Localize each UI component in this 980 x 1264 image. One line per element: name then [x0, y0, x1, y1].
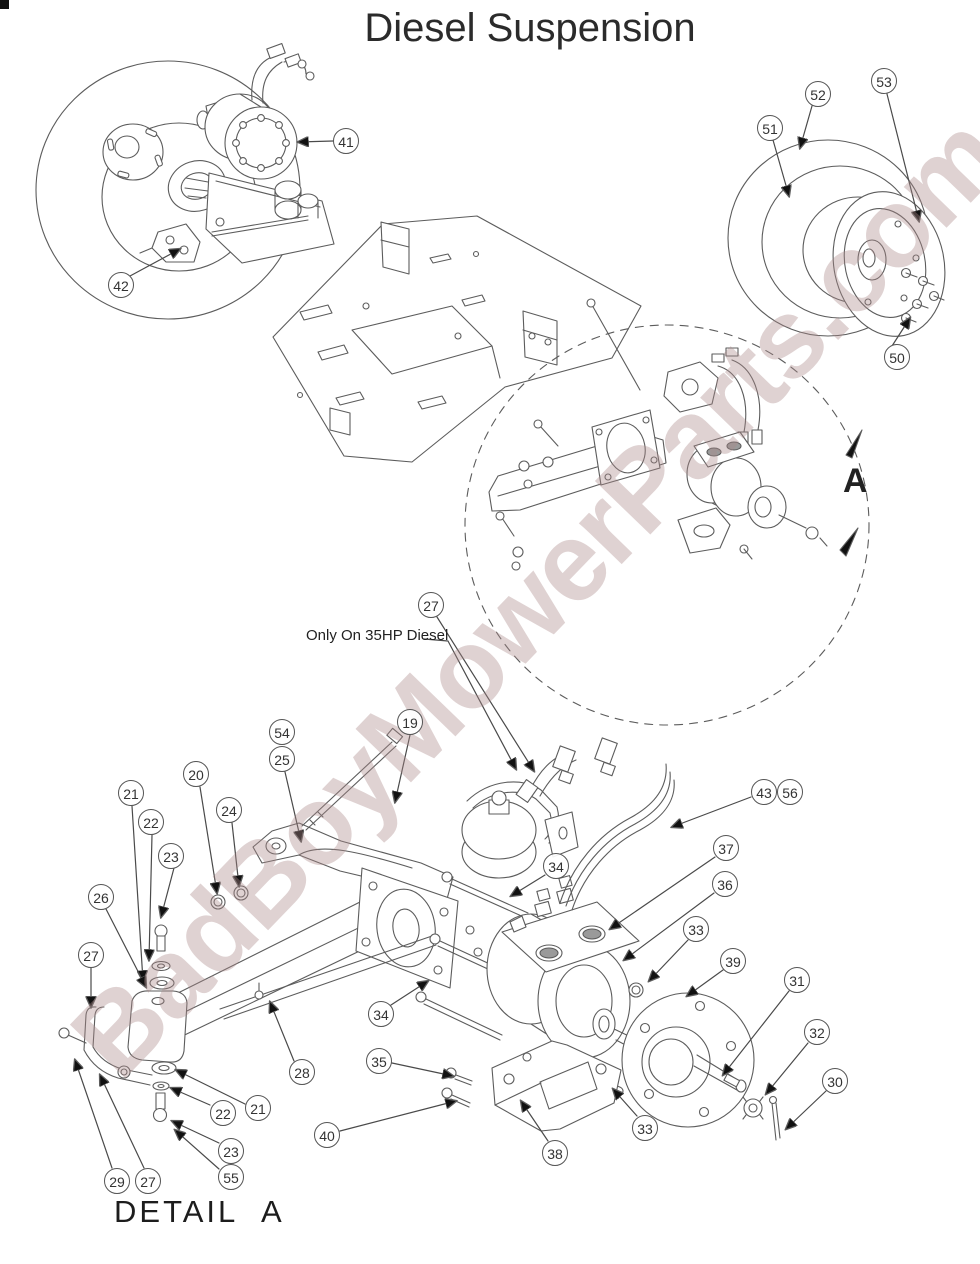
- callout-27-bottom: 27: [135, 1168, 161, 1194]
- callout-42: 42: [108, 272, 134, 298]
- view-letter-a: A: [843, 462, 868, 500]
- callout-29: 29: [104, 1168, 130, 1194]
- callout-19: 19: [397, 709, 423, 735]
- callout-26: 26: [88, 884, 114, 910]
- callout-20: 20: [183, 761, 209, 787]
- callout-21-top: 21: [118, 780, 144, 806]
- callout-56: 56: [777, 779, 803, 805]
- page-title: Diesel Suspension: [364, 6, 696, 50]
- callout-leader-lines: [75, 93, 919, 1170]
- detail-a-label: DETAIL A: [114, 1194, 285, 1229]
- callout-52: 52: [805, 81, 831, 107]
- rotation-arrow-top: [845, 429, 863, 459]
- callout-31: 31: [784, 967, 810, 993]
- callout-27-left: 27: [78, 942, 104, 968]
- callout-33-bottom: 33: [632, 1115, 658, 1141]
- callout-53: 53: [871, 68, 897, 94]
- callout-34-top: 34: [543, 853, 569, 879]
- callout-39: 39: [720, 948, 746, 974]
- callout-50: 50: [884, 344, 910, 370]
- callout-38: 38: [542, 1140, 568, 1166]
- callout-41: 41: [333, 128, 359, 154]
- callout-25: 25: [269, 746, 295, 772]
- detail-a-assembly-drawing: [58, 727, 781, 1141]
- callout-23-bottom: 23: [218, 1138, 244, 1164]
- callout-54: 54: [269, 719, 295, 745]
- axle-assembly-mini-drawing: [488, 298, 828, 571]
- callout-28: 28: [289, 1059, 315, 1085]
- callout-22-bottom: 22: [210, 1100, 236, 1126]
- front-wheel-drawing: [35, 43, 335, 320]
- callout-33-top: 33: [683, 916, 709, 942]
- callout-40: 40: [314, 1122, 340, 1148]
- callout-34-bottom: 34: [368, 1001, 394, 1027]
- callout-43: 43: [751, 779, 777, 805]
- callout-21-bottom: 21: [245, 1095, 271, 1121]
- callout-36: 36: [712, 871, 738, 897]
- rear-wheel-drawing: [727, 139, 946, 337]
- callout-27-top: 27: [418, 592, 444, 618]
- scan-corner-mark: [0, 0, 9, 9]
- callout-22-top: 22: [138, 809, 164, 835]
- callout-23-top: 23: [158, 843, 184, 869]
- chassis-frame-drawing: [272, 215, 642, 463]
- callout-35: 35: [366, 1048, 392, 1074]
- callout-30: 30: [822, 1068, 848, 1094]
- callout-51: 51: [757, 115, 783, 141]
- note-35hp-diesel: Only On 35HP Diesel: [306, 627, 449, 644]
- callout-24: 24: [216, 797, 242, 823]
- rotation-arrow-bottom: [839, 527, 859, 557]
- callout-55: 55: [218, 1164, 244, 1190]
- callout-32: 32: [804, 1019, 830, 1045]
- detail-view-circle: [464, 324, 870, 726]
- callout-37: 37: [713, 835, 739, 861]
